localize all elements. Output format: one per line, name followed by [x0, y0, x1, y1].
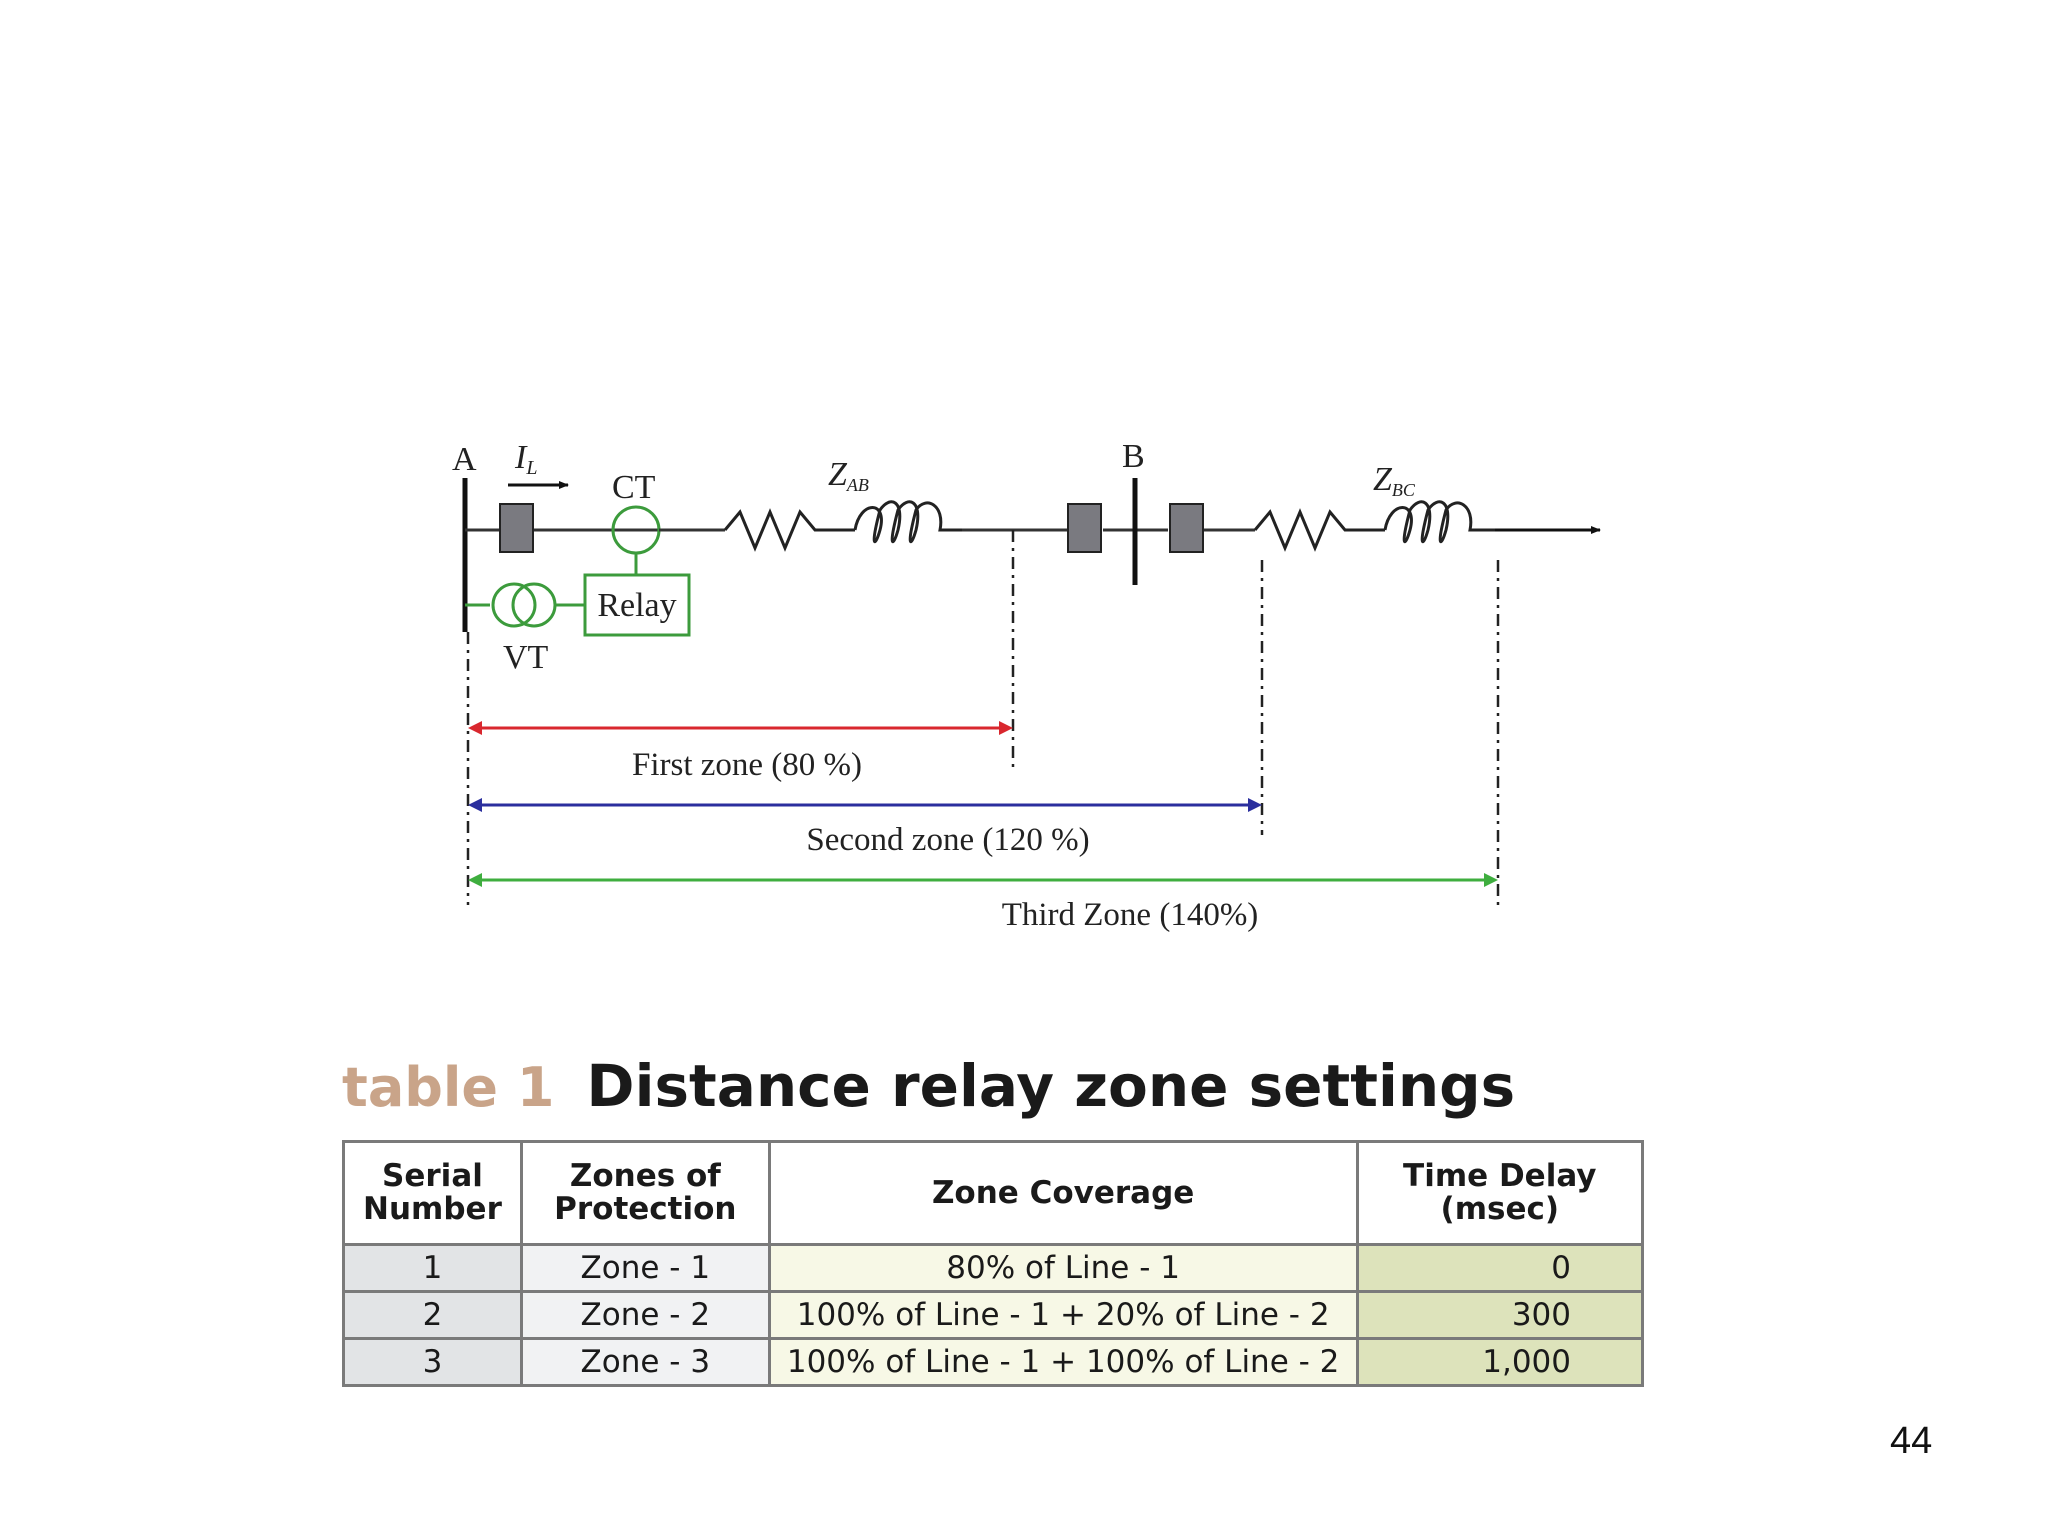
table-row: 3 Zone - 3 100% of Line - 1 + 100% of Li…	[342, 1337, 1645, 1387]
ct-label: CT	[612, 469, 656, 506]
breaker-b-left	[1067, 503, 1102, 553]
z-bc-label: ZBC	[1373, 461, 1416, 500]
table-row: 1 Zone - 1 80% of Line - 1 0	[342, 1243, 1645, 1293]
table-caption: table 1 Distance relay zone settings	[342, 1052, 1515, 1132]
resistor-ab-icon	[723, 508, 855, 552]
inductor-ab-icon	[853, 500, 962, 544]
zone-1-label: First zone (80 %)	[632, 747, 862, 783]
vt-label: VT	[503, 639, 549, 676]
page-number: 44	[1890, 1420, 1933, 1462]
breaker-b-right	[1169, 503, 1204, 553]
cell-serial: 2	[342, 1290, 523, 1340]
vt-coil-left	[491, 582, 537, 628]
inductor-bc-icon	[1383, 500, 1495, 544]
cell-zone: Zone - 2	[519, 1290, 771, 1340]
zone-2-label: Second zone (120 %)	[806, 822, 1089, 858]
cell-zone: Zone - 3	[519, 1337, 771, 1387]
zone-2-arrow	[468, 798, 1262, 812]
zone-3-label: Third Zone (140%)	[1002, 897, 1259, 933]
z-ab-label: ZAB	[828, 456, 869, 495]
bus-b-label: B	[1122, 438, 1145, 475]
table-title: Distance relay zone settings	[586, 1052, 1516, 1120]
header-zone-coverage: Zone Coverage	[767, 1140, 1359, 1246]
cell-zone: Zone - 1	[519, 1243, 771, 1293]
breaker-a	[499, 503, 534, 553]
table-tag: table 1	[342, 1056, 555, 1119]
cell-serial: 1	[342, 1243, 523, 1293]
current-label: IL	[514, 439, 537, 479]
table-row: 2 Zone - 2 100% of Line - 1 + 20% of Lin…	[342, 1290, 1645, 1340]
cell-delay: 300	[1355, 1290, 1645, 1340]
resistor-bc-icon	[1253, 508, 1385, 552]
relay-label: Relay	[597, 587, 676, 624]
cell-coverage: 80% of Line - 1	[767, 1243, 1359, 1293]
header-time-delay: Time Delay(msec)	[1355, 1140, 1645, 1246]
cell-delay: 1,000	[1355, 1337, 1645, 1387]
cell-coverage: 100% of Line - 1 + 100% of Line - 2	[767, 1337, 1359, 1387]
bus-a-label: A	[452, 441, 477, 478]
cell-serial: 3	[342, 1337, 523, 1387]
cell-delay: 0	[1355, 1243, 1645, 1293]
zone-1-arrow	[468, 721, 1013, 735]
zone-3-arrow	[468, 873, 1498, 887]
cell-coverage: 100% of Line - 1 + 20% of Line - 2	[767, 1290, 1359, 1340]
